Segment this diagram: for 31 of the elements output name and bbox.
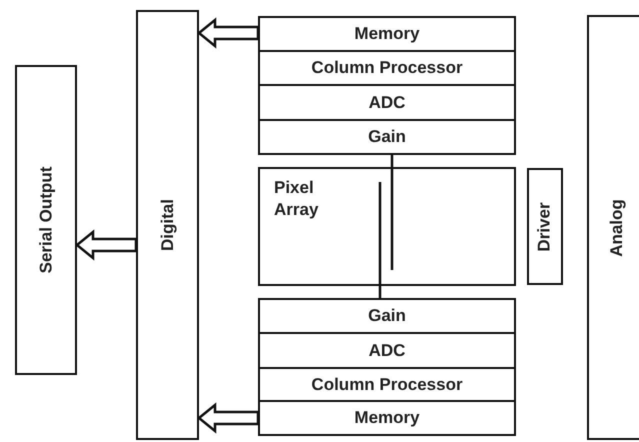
vertical-block <box>587 15 639 440</box>
block-label: ADC <box>368 340 406 360</box>
block <box>258 119 516 155</box>
block-label: Digital <box>158 199 178 251</box>
vertical-block <box>136 10 199 440</box>
hollow-arrow <box>75 229 138 261</box>
block-label: Driver <box>535 202 555 252</box>
block-label: Gain <box>368 127 406 147</box>
block-label: Memory <box>354 408 420 428</box>
vertical-block <box>15 65 77 375</box>
block <box>258 367 516 402</box>
hollow-arrow <box>197 17 260 49</box>
block <box>258 16 516 52</box>
block <box>258 50 516 86</box>
pixel-array-box <box>258 167 516 286</box>
block-label: Serial Output <box>36 166 56 274</box>
block-label: Column Processor <box>311 58 463 78</box>
block <box>258 298 516 334</box>
block-label: Column Processor <box>311 374 463 394</box>
column-line <box>390 155 394 270</box>
block-label: Memory <box>354 24 420 44</box>
column-line <box>378 182 382 298</box>
block-label: ADC <box>368 92 406 112</box>
block <box>258 332 516 369</box>
block-label: Analog <box>607 198 627 256</box>
block-label: Pixel Array <box>274 177 320 222</box>
block <box>258 84 516 121</box>
block <box>258 400 516 436</box>
block-label: Gain <box>368 306 406 326</box>
hollow-arrow <box>197 402 260 434</box>
vertical-block <box>527 168 563 285</box>
